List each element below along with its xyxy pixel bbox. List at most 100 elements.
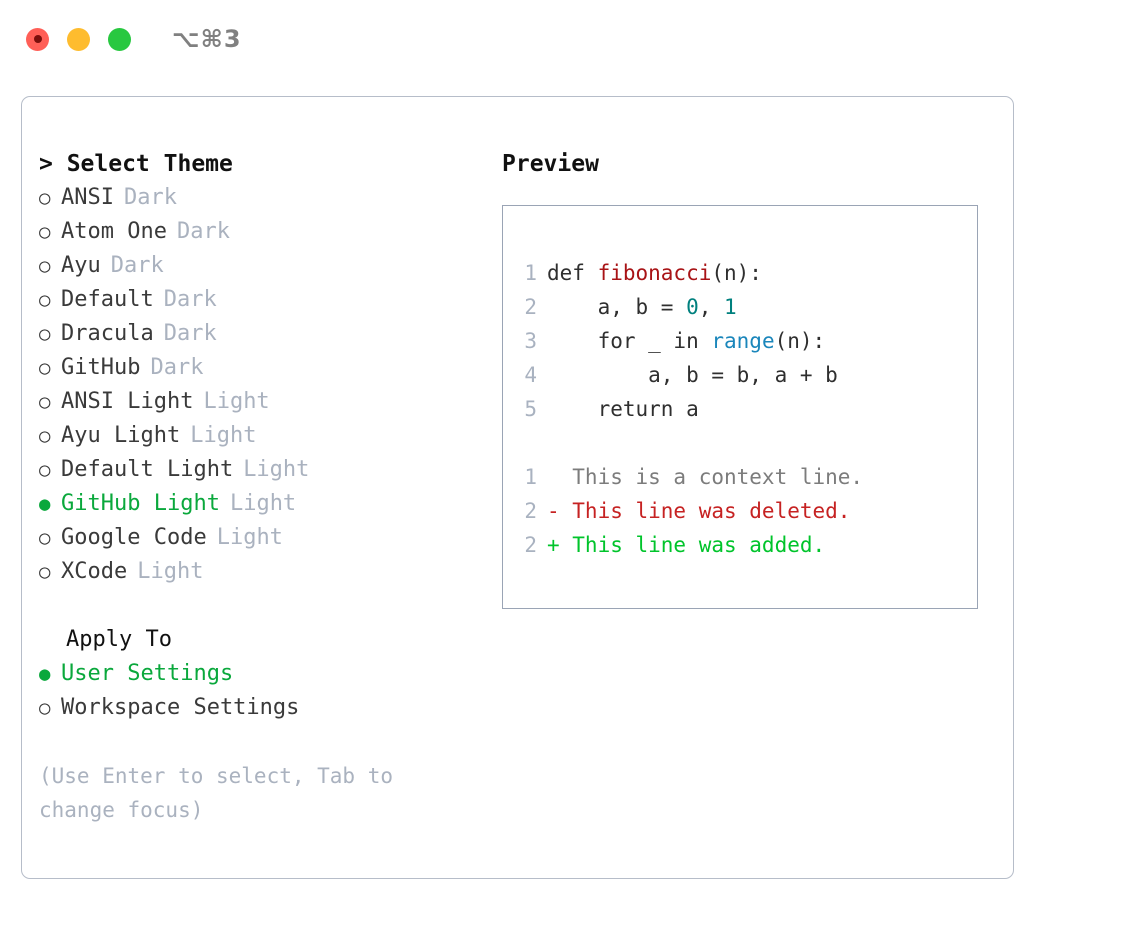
apply-option-label: Workspace Settings bbox=[61, 695, 300, 720]
theme-option-label: GitHub bbox=[61, 355, 141, 380]
diff-line-text: + This line was added. bbox=[547, 533, 826, 557]
code-token-plain: return a bbox=[547, 397, 699, 421]
theme-option-tag: Dark bbox=[163, 321, 217, 346]
theme-option-label: ANSI Light bbox=[61, 389, 194, 414]
code-line: 3 for _ in range(n): bbox=[513, 324, 977, 358]
line-number: 3 bbox=[524, 329, 537, 353]
theme-option-dracula[interactable]: ○ Dracula Dark bbox=[39, 317, 494, 351]
code-token-num: 0 bbox=[686, 295, 699, 319]
title-bar: ⌥⌘3 bbox=[0, 0, 1140, 78]
theme-option-atom-one[interactable]: ○ Atom One Dark bbox=[39, 215, 494, 249]
radio-unselected-icon: ○ bbox=[39, 323, 51, 345]
radio-unselected-icon: ○ bbox=[39, 221, 51, 243]
radio-unselected-icon: ○ bbox=[39, 289, 51, 311]
theme-option-ayu-light[interactable]: ○ Ayu Light Light bbox=[39, 419, 494, 453]
code-line: 2 a, b = 0, 1 bbox=[513, 290, 977, 324]
code-line: 4 a, b = b, a + b bbox=[513, 358, 977, 392]
diff-line-text: This is a context line. bbox=[547, 465, 864, 489]
radio-unselected-icon: ○ bbox=[39, 357, 51, 379]
select-theme-heading: > Select Theme bbox=[39, 151, 233, 177]
line-number: 1 bbox=[524, 465, 537, 489]
close-button[interactable] bbox=[26, 27, 49, 51]
theme-option-default[interactable]: ○ Default Dark bbox=[39, 283, 494, 317]
preview-heading: Preview bbox=[502, 151, 599, 177]
theme-option-tag: Light bbox=[137, 559, 204, 584]
theme-option-tag: Light bbox=[190, 423, 257, 448]
theme-option-xcode[interactable]: ○ XCode Light bbox=[39, 555, 494, 589]
theme-option-ansi-light[interactable]: ○ ANSI Light Light bbox=[39, 385, 494, 419]
theme-option-label: GitHub Light bbox=[61, 491, 220, 516]
code-token-plain: (n): bbox=[774, 329, 826, 353]
code-line: 5 return a bbox=[513, 392, 977, 426]
theme-option-github[interactable]: ○ GitHub Dark bbox=[39, 351, 494, 385]
radio-selected-icon: ● bbox=[39, 663, 51, 685]
code-token-num: 1 bbox=[724, 295, 737, 319]
theme-option-label: Ayu bbox=[61, 253, 101, 278]
code-token-fn: fibonacci bbox=[597, 261, 712, 285]
diff-line-text: - This line was deleted. bbox=[547, 499, 851, 523]
theme-option-tag: Dark bbox=[163, 287, 217, 312]
theme-option-tag: Dark bbox=[110, 253, 164, 278]
theme-option-tag: Dark bbox=[150, 355, 204, 380]
theme-option-label: Atom One bbox=[61, 219, 167, 244]
code-token-plain: a, b = b, a + b bbox=[547, 363, 838, 387]
window-controls bbox=[26, 27, 131, 51]
theme-option-ayu[interactable]: ○ Ayu Dark bbox=[39, 249, 494, 283]
line-number: 2 bbox=[524, 533, 537, 557]
radio-unselected-icon: ○ bbox=[39, 527, 51, 549]
line-number: 2 bbox=[524, 499, 537, 523]
theme-option-tag: Light bbox=[216, 525, 283, 550]
apply-option-user-settings[interactable]: ● User Settings bbox=[39, 657, 494, 691]
radio-selected-icon: ● bbox=[39, 493, 51, 515]
apply-to-option-list[interactable]: ● User Settings ○ Workspace Settings bbox=[39, 657, 494, 725]
code-line: 1 def fibonacci(n): bbox=[513, 256, 977, 290]
diff-sample: 1 This is a context line. 2 - This line wa… bbox=[513, 460, 977, 562]
theme-option-label: Ayu Light bbox=[61, 423, 181, 448]
theme-option-label: Default Light bbox=[61, 457, 234, 482]
theme-option-tag: Light bbox=[203, 389, 270, 414]
code-token-plain: def bbox=[547, 261, 598, 285]
theme-option-default-light[interactable]: ○ Default Light Light bbox=[39, 453, 494, 487]
radio-unselected-icon: ○ bbox=[39, 459, 51, 481]
radio-unselected-icon: ○ bbox=[39, 425, 51, 447]
theme-option-label: XCode bbox=[61, 559, 128, 584]
apply-to-heading: Apply To bbox=[66, 627, 172, 652]
theme-option-label: ANSI bbox=[61, 185, 114, 210]
diff-line-add: 2 + This line was added. bbox=[513, 528, 977, 562]
line-number: 4 bbox=[524, 363, 537, 387]
code-token-plain: (n): bbox=[711, 261, 762, 285]
line-number: 2 bbox=[524, 295, 537, 319]
radio-unselected-icon: ○ bbox=[39, 187, 51, 209]
radio-unselected-icon: ○ bbox=[39, 561, 51, 583]
code-token-plain: a, b = bbox=[547, 295, 687, 319]
apply-option-label: User Settings bbox=[61, 661, 234, 686]
shortcut-label: ⌥⌘3 bbox=[172, 25, 242, 53]
code-token-call: range bbox=[711, 329, 775, 353]
theme-option-label: Google Code bbox=[61, 525, 207, 550]
radio-unselected-icon: ○ bbox=[39, 697, 51, 719]
diff-line-ctx: 1 This is a context line. bbox=[513, 460, 977, 494]
theme-option-label: Default bbox=[61, 287, 154, 312]
minimize-button[interactable] bbox=[67, 27, 90, 51]
theme-option-tag: Dark bbox=[123, 185, 177, 210]
line-number: 1 bbox=[524, 261, 537, 285]
theme-option-ansi[interactable]: ○ ANSI Dark bbox=[39, 181, 494, 215]
theme-option-tag: Dark bbox=[176, 219, 230, 244]
diff-line-del: 2 - This line was deleted. bbox=[513, 494, 977, 528]
radio-unselected-icon: ○ bbox=[39, 255, 51, 277]
theme-option-label: Dracula bbox=[61, 321, 154, 346]
theme-option-tag: Light bbox=[243, 457, 310, 482]
keyboard-hint: (Use Enter to select, Tab to change focu… bbox=[39, 764, 394, 822]
maximize-button[interactable] bbox=[108, 27, 131, 51]
radio-unselected-icon: ○ bbox=[39, 391, 51, 413]
apply-option-workspace-settings[interactable]: ○ Workspace Settings bbox=[39, 691, 494, 725]
theme-option-google-code[interactable]: ○ Google Code Light bbox=[39, 521, 494, 555]
